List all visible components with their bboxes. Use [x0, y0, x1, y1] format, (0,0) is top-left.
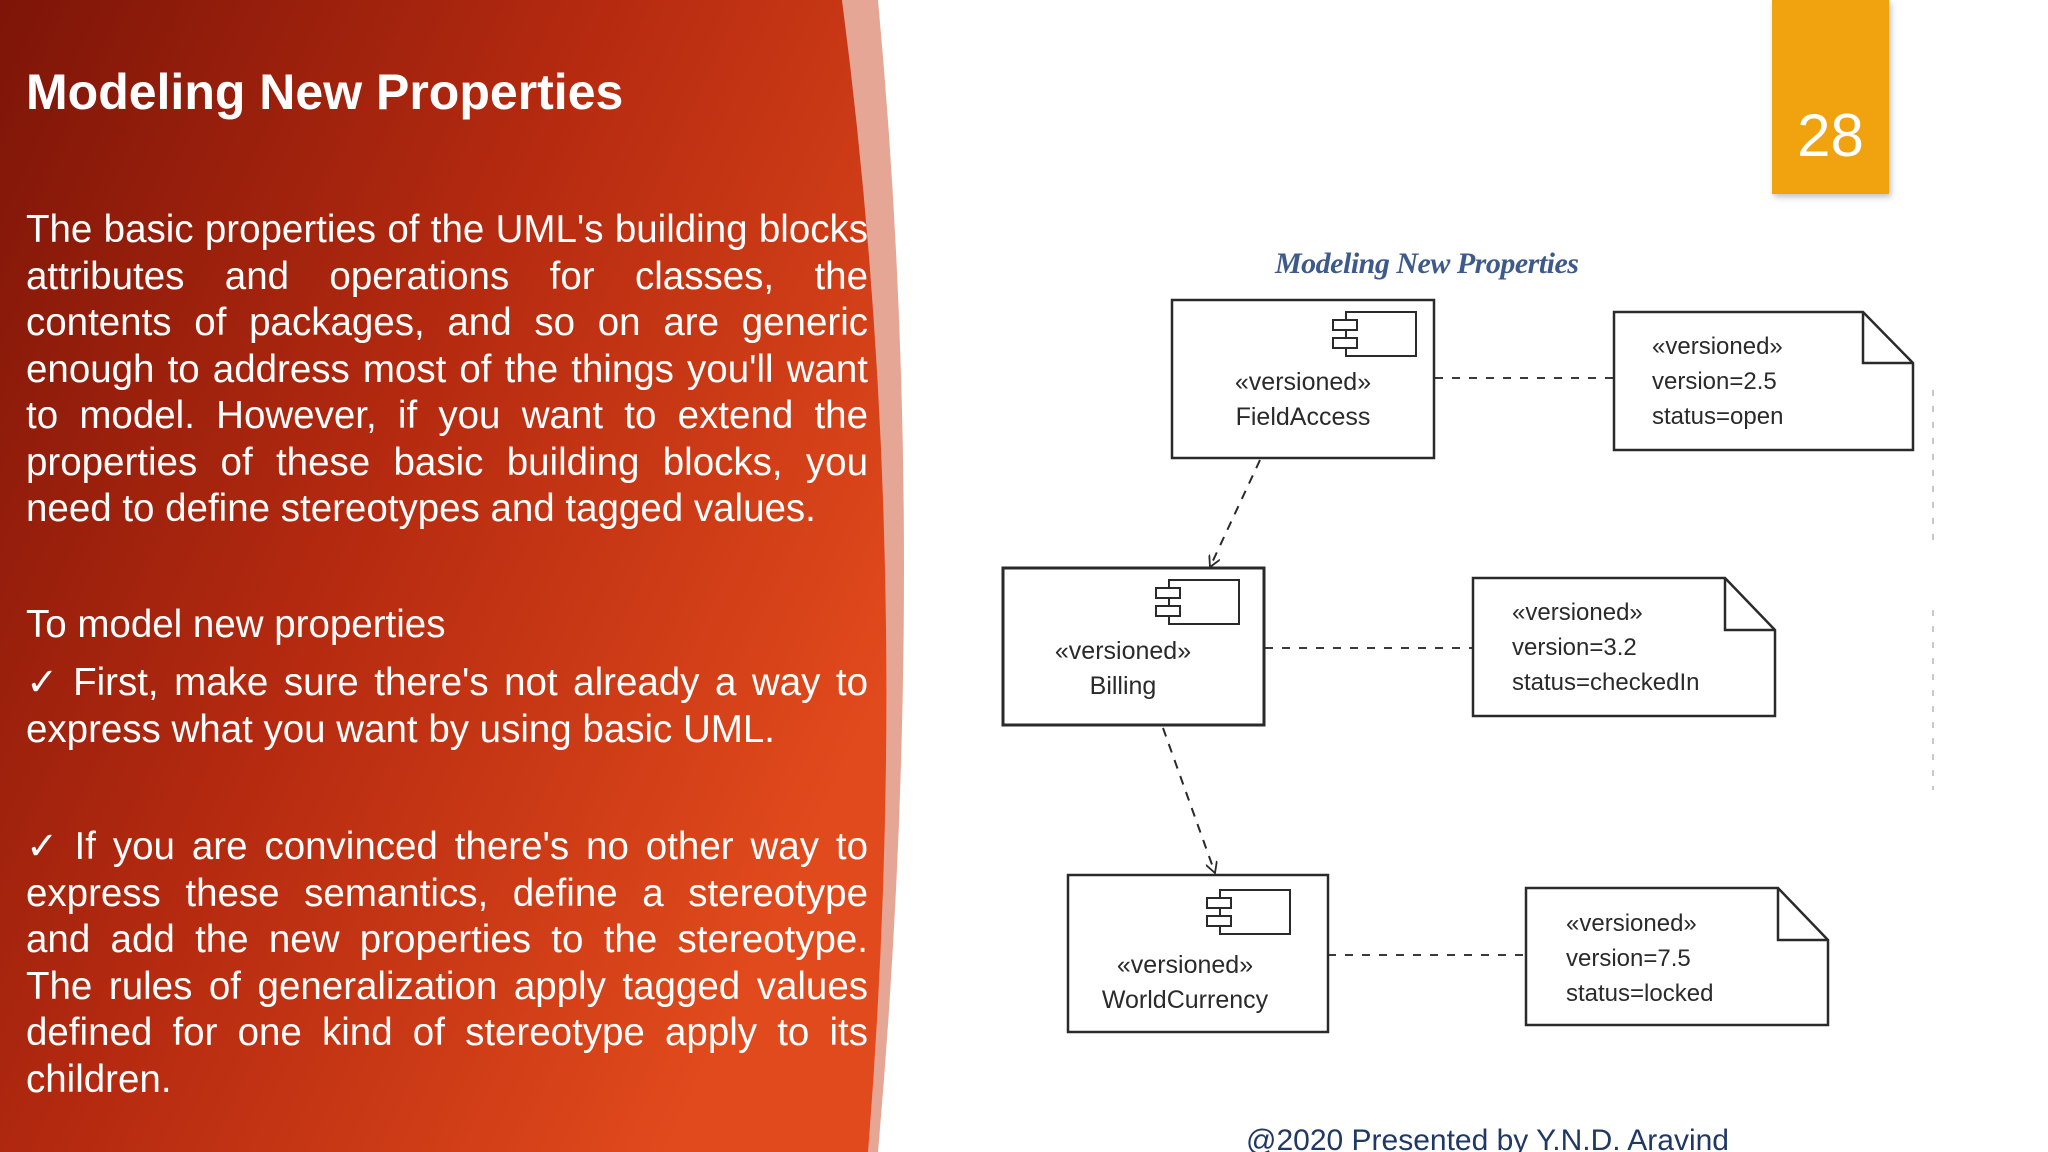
- note-status: status=locked: [1566, 980, 1713, 1007]
- tagged-value-note: «versioned» version=3.2 status=checkedIn: [1471, 576, 1777, 718]
- component-stereotype: «versioned»: [1117, 951, 1253, 979]
- footer-credit: @2020 Presented by Y.N.D. Aravind: [1246, 1124, 1729, 1152]
- dependency-arrow: [1162, 727, 1215, 873]
- note-stereotype: «versioned»: [1652, 333, 1783, 360]
- accent-stripe: [842, 0, 904, 1152]
- check-icon: ✓: [26, 661, 64, 704]
- note-status: status=checkedIn: [1512, 669, 1699, 696]
- component-name: FieldAccess: [1236, 403, 1371, 431]
- component-icon: [1332, 311, 1417, 357]
- component-icon: [1206, 889, 1291, 935]
- step-2: ✓If you are convinced there's no other w…: [26, 824, 868, 1103]
- paragraph-basic-properties: The basic properties of the UML's buildi…: [26, 208, 868, 530]
- step-1: ✓First, make sure there's not already a …: [26, 660, 868, 753]
- note-version: version=2.5: [1652, 368, 1777, 395]
- page-number: 28: [1797, 102, 1864, 169]
- step-1-text: First, make sure there's not already a w…: [26, 661, 868, 751]
- note-version: version=3.2: [1512, 634, 1637, 661]
- tagged-value-note: «versioned» version=2.5 status=open: [1612, 310, 1915, 452]
- slide-title: Modeling New Properties: [26, 64, 624, 120]
- intro-text: To model new properties: [26, 603, 446, 646]
- component-name: WorldCurrency: [1102, 986, 1269, 1014]
- note-status: status=open: [1652, 403, 1783, 430]
- diagram-title: Modeling New Properties: [1274, 247, 1579, 280]
- step-2-text: If you are convinced there's no other wa…: [26, 825, 868, 1101]
- component-fieldaccess: «versioned» FieldAccess: [1170, 298, 1436, 460]
- component-stereotype: «versioned»: [1235, 368, 1371, 396]
- uml-diagram: Modeling New Properties «versioned» Fiel…: [1001, 247, 1934, 1034]
- page-number-badge: 28: [1772, 0, 1889, 194]
- component-worldcurrency: «versioned» WorldCurrency: [1066, 873, 1330, 1034]
- component-stereotype: «versioned»: [1055, 637, 1191, 665]
- component-icon: [1155, 579, 1240, 625]
- note-stereotype: «versioned»: [1512, 599, 1643, 626]
- component-name: Billing: [1090, 672, 1157, 700]
- component-billing: «versioned» Billing: [1001, 566, 1266, 727]
- note-stereotype: «versioned»: [1566, 910, 1697, 937]
- dependency-arrow: [1210, 459, 1261, 567]
- check-icon: ✓: [26, 825, 65, 868]
- tagged-value-note: «versioned» version=7.5 status=locked: [1524, 886, 1830, 1027]
- note-version: version=7.5: [1566, 945, 1691, 972]
- red-panel: [0, 0, 887, 1152]
